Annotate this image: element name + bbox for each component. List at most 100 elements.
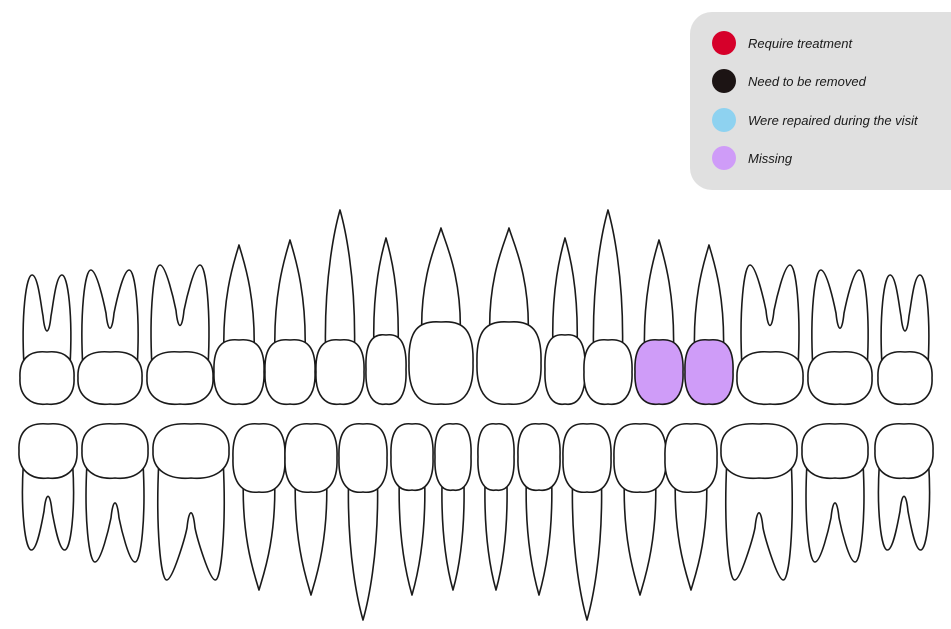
lower-tooth-10[interactable]: [517, 423, 561, 596]
tooth-crown: [720, 423, 798, 479]
legend-item-need-removal: Need to be removed: [712, 69, 866, 93]
lower-tooth-14[interactable]: [720, 423, 798, 581]
tooth-crown-missing: [684, 339, 734, 405]
tooth-root: [484, 475, 508, 591]
tooth-root: [811, 269, 869, 367]
tooth-crown: [408, 320, 474, 406]
tooth-crown: [613, 423, 667, 493]
tooth-crown: [736, 351, 804, 405]
lower-tooth-2[interactable]: [81, 423, 149, 563]
tooth-root: [398, 475, 426, 596]
tooth-root: [623, 477, 657, 596]
legend-item-require-treatment: Require treatment: [712, 31, 852, 55]
upper-jaw: [19, 209, 933, 406]
upper-tooth-13[interactable]: [684, 244, 734, 405]
tooth-root: [877, 463, 931, 551]
tooth-crown: [264, 339, 316, 405]
tooth-root: [22, 274, 72, 367]
lower-tooth-11[interactable]: [562, 423, 612, 621]
tooth-root: [294, 477, 328, 596]
lower-tooth-12[interactable]: [613, 423, 667, 596]
tooth-crown: [874, 423, 934, 479]
upper-tooth-15[interactable]: [807, 269, 873, 405]
tooth-crown: [77, 351, 143, 405]
tooth-crown: [801, 423, 869, 479]
tooth-root: [420, 227, 462, 337]
tooth-root: [488, 227, 530, 337]
tooth-crown: [315, 339, 365, 405]
upper-tooth-5[interactable]: [264, 239, 316, 405]
legend-item-repaired: Were repaired during the visit: [712, 108, 918, 132]
upper-tooth-3[interactable]: [146, 264, 214, 405]
tooth-root: [223, 244, 255, 355]
tooth-crown: [477, 423, 515, 491]
legend-label: Need to be removed: [748, 73, 866, 89]
tooth-root: [150, 264, 210, 367]
tooth-crown: [232, 423, 286, 493]
tooth-root: [21, 463, 75, 551]
tooth-root: [725, 463, 793, 581]
upper-tooth-10[interactable]: [544, 237, 586, 405]
tooth-root: [525, 475, 553, 596]
tooth-crown: [517, 423, 561, 491]
tooth-crown: [807, 351, 873, 405]
lower-tooth-9[interactable]: [477, 423, 515, 591]
upper-tooth-1[interactable]: [19, 274, 75, 405]
black-dot-icon: [712, 69, 736, 93]
tooth-crown: [81, 423, 149, 479]
tooth-root: [157, 463, 225, 581]
tooth-crown: [664, 423, 718, 493]
tooth-root: [880, 274, 930, 367]
legend-label: Missing: [748, 150, 793, 166]
tooth-root: [805, 463, 865, 563]
tooth-crown: [544, 334, 586, 405]
blue-dot-icon: [712, 108, 736, 132]
tooth-crown: [18, 423, 78, 479]
lower-jaw: [18, 423, 934, 621]
tooth-root: [551, 237, 579, 350]
tooth-root: [85, 463, 145, 563]
tooth-crown: [877, 351, 933, 405]
upper-tooth-2[interactable]: [77, 269, 143, 405]
upper-tooth-4[interactable]: [213, 244, 265, 405]
lower-tooth-3[interactable]: [152, 423, 230, 581]
tooth-crown: [19, 351, 75, 405]
purple-dot-icon: [712, 146, 736, 170]
lower-tooth-15[interactable]: [801, 423, 869, 563]
tooth-crown: [476, 320, 542, 406]
upper-tooth-11[interactable]: [583, 209, 633, 405]
tooth-crown: [146, 351, 214, 405]
tooth-root: [372, 237, 400, 350]
tooth-root: [643, 239, 675, 355]
upper-tooth-14[interactable]: [736, 264, 804, 405]
upper-tooth-16[interactable]: [877, 274, 933, 405]
upper-tooth-9[interactable]: [476, 227, 542, 406]
lower-tooth-6[interactable]: [338, 423, 388, 621]
lower-tooth-4[interactable]: [232, 423, 286, 591]
lower-tooth-16[interactable]: [874, 423, 934, 551]
lower-tooth-7[interactable]: [390, 423, 434, 596]
tooth-root: [740, 264, 800, 367]
tooth-root: [674, 477, 708, 591]
tooth-crown: [583, 339, 633, 405]
tooth-crown: [284, 423, 338, 493]
tooth-root: [347, 477, 379, 621]
upper-tooth-8[interactable]: [408, 227, 474, 406]
tooth-root: [693, 244, 725, 355]
upper-tooth-6[interactable]: [315, 209, 365, 405]
lower-tooth-1[interactable]: [18, 423, 78, 551]
tooth-crown: [434, 423, 472, 491]
lower-tooth-13[interactable]: [664, 423, 718, 591]
lower-tooth-5[interactable]: [284, 423, 338, 596]
upper-tooth-7[interactable]: [365, 237, 407, 405]
red-dot-icon: [712, 31, 736, 55]
tooth-crown: [390, 423, 434, 491]
tooth-root: [81, 269, 139, 367]
tooth-root: [441, 475, 465, 591]
lower-tooth-8[interactable]: [434, 423, 472, 591]
legend-item-missing: Missing: [712, 146, 792, 170]
tooth-crown: [152, 423, 230, 479]
upper-tooth-12[interactable]: [634, 239, 684, 405]
tooth-crown: [365, 334, 407, 405]
